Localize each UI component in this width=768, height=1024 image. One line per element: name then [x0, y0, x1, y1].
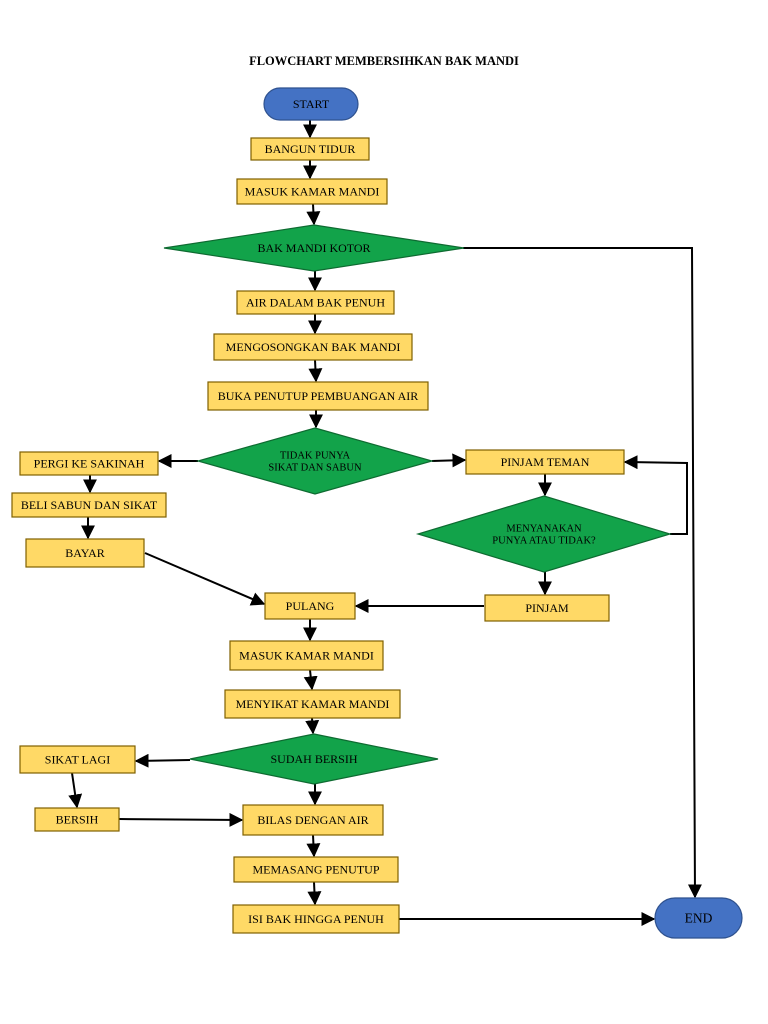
node-label: MASUK KAMAR MANDI — [245, 185, 380, 199]
process-box — [250, 137, 370, 161]
edge-sudah-bersih-to-sikat-lagi — [134, 753, 191, 768]
node-label: MENYANAKAN — [506, 524, 582, 535]
decision-diamond — [189, 733, 439, 785]
node-label: SUDAH BERSIH — [270, 752, 357, 766]
node-label: MENGOSONGKAN BAK MANDI — [226, 340, 401, 354]
process-box — [465, 449, 625, 475]
node-label: MENYIKAT KAMAR MANDI — [236, 697, 390, 711]
node-label: BAYAR — [65, 546, 105, 560]
edge-menyikat-kamar-mandi-to-sudah-bersih — [305, 717, 320, 735]
node-label: BILAS DENGAN AIR — [257, 813, 368, 827]
edge-masuk-kamar-mandi-1-to-bak-mandi-kotor — [306, 203, 321, 226]
process-box — [264, 592, 356, 620]
terminal-oval — [263, 87, 359, 121]
node-bayar: BAYAR — [25, 538, 145, 568]
node-label: AIR DALAM BAK PENUH — [246, 296, 385, 310]
process-box — [236, 178, 388, 205]
node-label: MASUK KAMAR MANDI — [239, 649, 374, 663]
edge-sikat-lagi-to-bersih — [68, 772, 83, 809]
process-box — [34, 807, 120, 832]
node-label: START — [293, 97, 330, 111]
node-pergi-ke-sakinah: PERGI KE SAKINAH — [19, 451, 159, 476]
edge-masuk-kamar-mandi-2-to-menyikat-kamar-mandi — [303, 669, 318, 691]
process-box — [232, 904, 400, 934]
edge-menyanakan-to-pinjam-teman — [623, 455, 688, 535]
flowchart-title: FLOWCHART MEMBERSIHKAN BAK MANDI — [249, 54, 519, 68]
node-menyikat-kamar-mandi: MENYIKAT KAMAR MANDI — [224, 689, 401, 719]
node-label: PUNYA ATAU TIDAK? — [492, 536, 596, 547]
edge-bersih-to-bilas-dengan-air — [118, 812, 244, 827]
decision-diamond — [163, 224, 465, 272]
nodes-layer: START BANGUN TIDUR MASUK KAMAR MANDI BAK MA… — [11, 87, 743, 939]
node-isi-bak: ISI BAK HINGGA PENUH — [232, 904, 400, 934]
node-end: END — [654, 897, 743, 939]
node-label: END — [685, 911, 713, 926]
node-label: BUKA PENUTUP PEMBUANGAN AIR — [218, 389, 419, 403]
process-box — [19, 745, 136, 774]
node-memasang-penutup: MEMASANG PENUTUP — [233, 856, 399, 883]
node-beli-sabun: BELI SABUN DAN SIKAT — [11, 492, 167, 518]
edge-memasang-penutup-to-isi-bak — [307, 881, 322, 906]
node-label: PINJAM TEMAN — [501, 455, 590, 469]
node-sudah-bersih: SUDAH BERSIH — [189, 733, 439, 785]
edge-bilas-dengan-air-to-memasang-penutup — [306, 834, 321, 858]
process-box — [484, 594, 610, 622]
node-label: PINJAM — [525, 601, 569, 615]
node-label: BELI SABUN DAN SIKAT — [21, 498, 158, 512]
process-box — [233, 856, 399, 883]
node-label: MEMASANG PENUTUP — [252, 863, 379, 877]
node-masuk-kamar-mandi-1: MASUK KAMAR MANDI — [236, 178, 388, 205]
node-label: SIKAT DAN SABUN — [268, 463, 362, 474]
node-label: PERGI KE SAKINAH — [34, 457, 145, 471]
process-box — [19, 451, 159, 476]
edge-bak-mandi-kotor-to-end — [463, 247, 702, 899]
process-box — [224, 689, 401, 719]
process-box — [11, 492, 167, 518]
node-bersih: BERSIH — [34, 807, 120, 832]
process-box — [207, 381, 429, 411]
process-box — [242, 804, 384, 836]
node-pinjam: PINJAM — [484, 594, 610, 622]
node-label: PULANG — [286, 599, 335, 613]
edges-layer — [68, 120, 702, 926]
node-start: START — [263, 87, 359, 121]
node-bak-mandi-kotor: BAK MANDI KOTOR — [163, 224, 465, 272]
process-box — [213, 333, 413, 361]
node-sikat-lagi: SIKAT LAGI — [19, 745, 136, 774]
edge-bayar-to-pulang — [144, 552, 266, 606]
terminal-oval — [654, 897, 743, 939]
process-box — [236, 290, 395, 315]
node-pinjam-teman: PINJAM TEMAN — [465, 449, 625, 475]
process-box — [25, 538, 145, 568]
node-label: BERSIH — [56, 813, 99, 827]
node-buka-penutup: BUKA PENUTUP PEMBUANGAN AIR — [207, 381, 429, 411]
decision-diamond — [415, 495, 673, 573]
node-label: BANGUN TIDUR — [265, 142, 356, 156]
node-label: TIDAK PUNYA — [280, 451, 351, 462]
edge-tidak-punya-to-pinjam-teman — [431, 453, 467, 468]
node-mengosongkan-bak-mandi: MENGOSONGKAN BAK MANDI — [213, 333, 413, 361]
node-pulang: PULANG — [264, 592, 356, 620]
node-label: SIKAT LAGI — [45, 753, 110, 767]
decision-diamond — [195, 427, 435, 495]
process-box — [229, 640, 384, 671]
node-masuk-kamar-mandi-2: MASUK KAMAR MANDI — [229, 640, 384, 671]
node-bilas-dengan-air: BILAS DENGAN AIR — [242, 804, 384, 836]
node-air-dalam-bak-penuh: AIR DALAM BAK PENUH — [236, 290, 395, 315]
node-label: BAK MANDI KOTOR — [257, 241, 370, 255]
node-label: ISI BAK HINGGA PENUH — [248, 912, 384, 926]
node-bangun-tidur: BANGUN TIDUR — [250, 137, 370, 161]
edge-mengosongkan-bak-mandi-to-buka-penutup — [308, 359, 323, 383]
